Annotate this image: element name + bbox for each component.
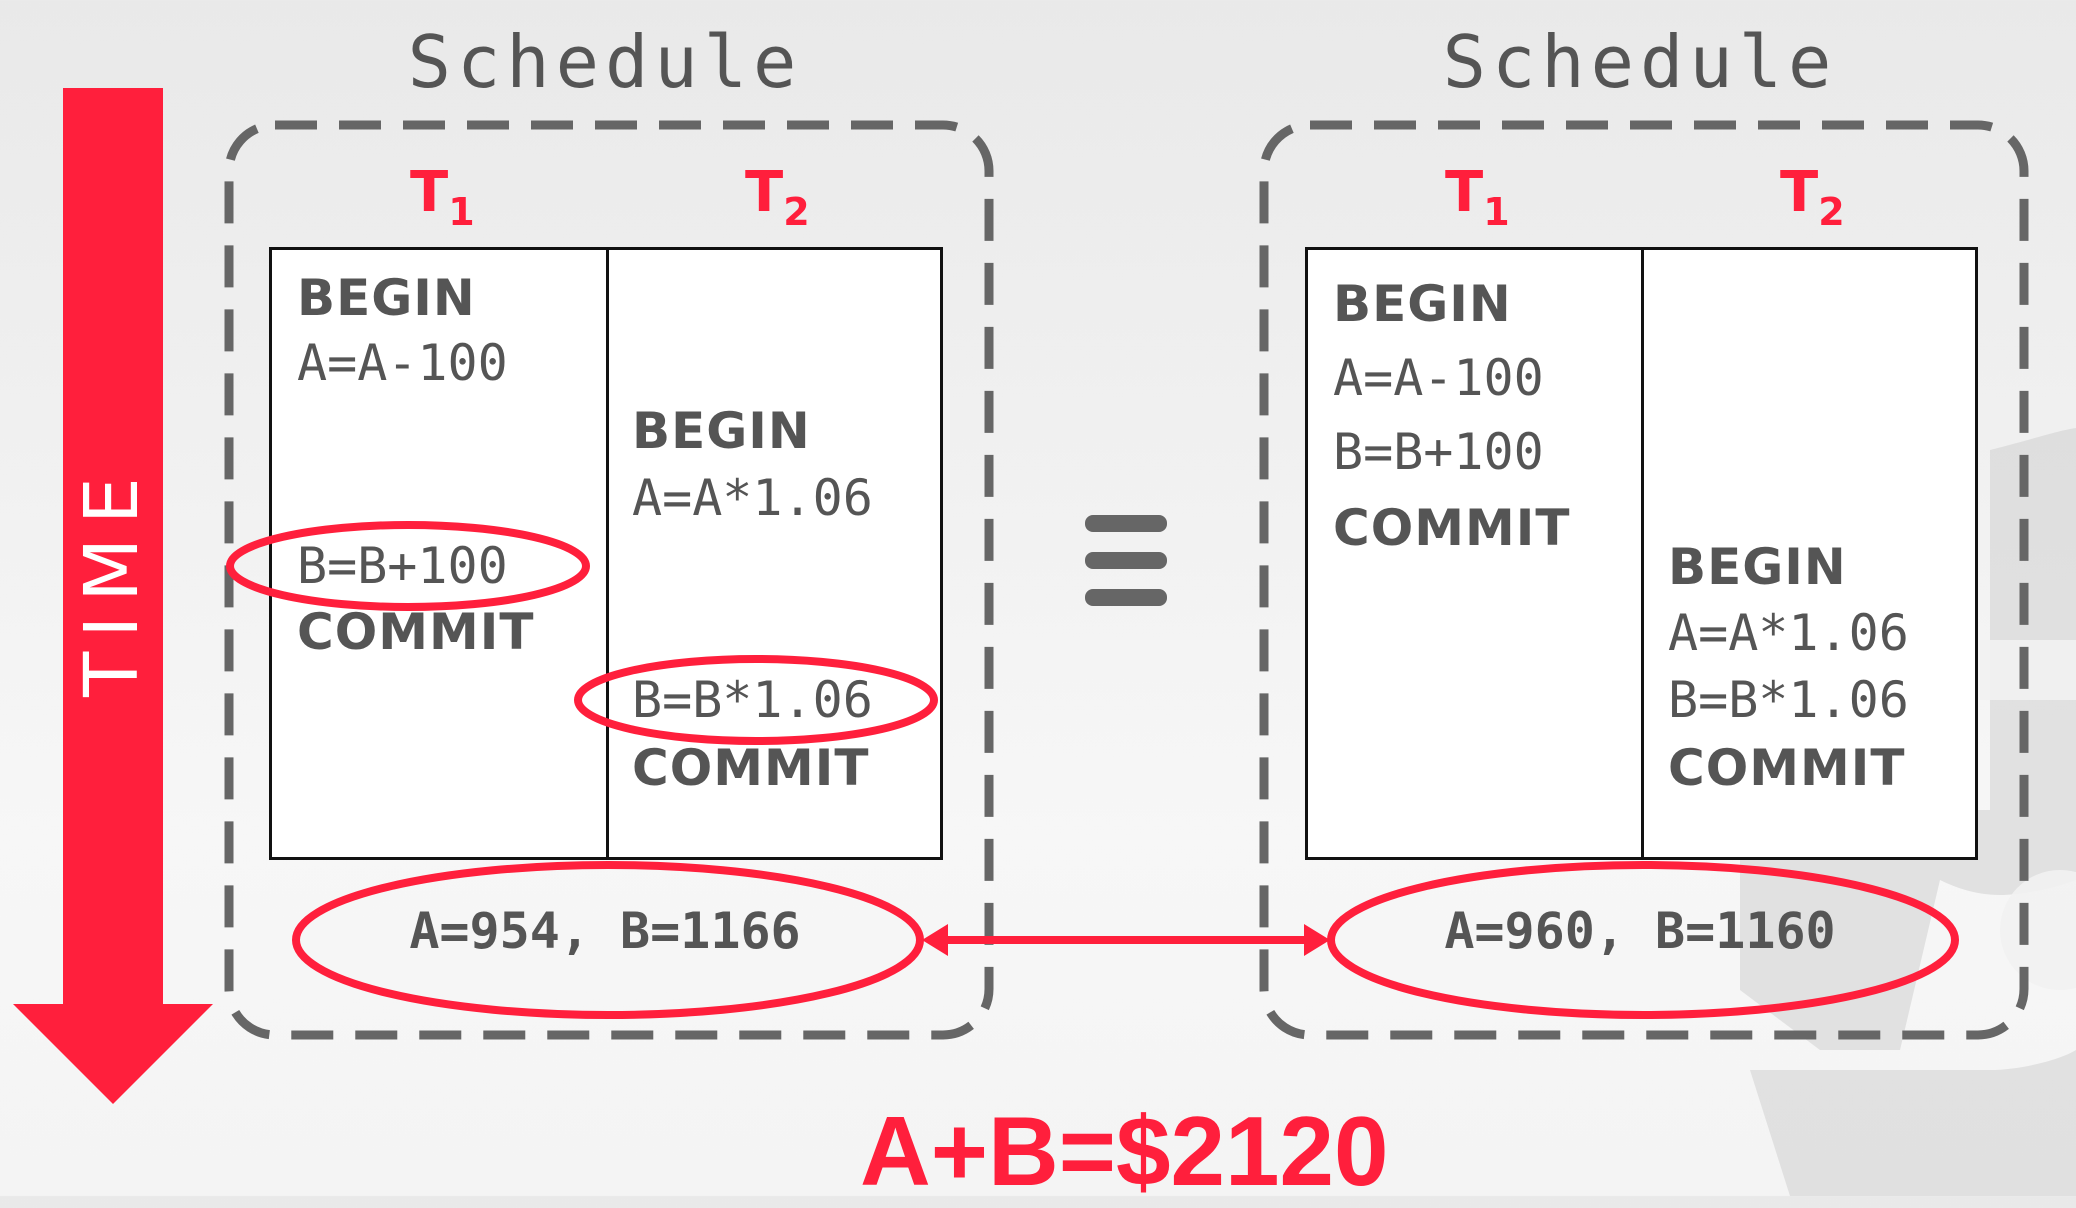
equivalence-icon <box>1085 515 1167 626</box>
right-result: A=960, B=1160 <box>1444 902 1836 960</box>
compare-arrow-right-head <box>1304 924 1330 956</box>
right-schedule-table <box>1305 247 1978 860</box>
left-t1-begin: BEGIN <box>297 269 476 327</box>
right-schedule-frame <box>1259 120 2029 1040</box>
highlight-left-t1-b-op <box>226 521 590 611</box>
right-t2-commit: COMMIT <box>1668 739 1906 797</box>
right-schedule-title: Schedule <box>1442 20 1838 104</box>
left-t2-commit: COMMIT <box>632 739 870 797</box>
left-schedule-title: Schedule <box>407 20 803 104</box>
sum-label: A+B=$2120 <box>860 1096 1389 1206</box>
highlight-left-result <box>292 861 924 1019</box>
compare-arrow-left-head <box>922 924 948 956</box>
left-t2-begin: BEGIN <box>632 402 811 460</box>
highlight-left-t2-b-op <box>574 655 938 745</box>
highlight-right-result <box>1327 861 1959 1019</box>
right-t1-op-a: A=A-100 <box>1333 349 1544 407</box>
left-schedule-frame <box>224 120 994 1040</box>
right-t2-op-b: B=B*1.06 <box>1668 671 1909 729</box>
right-t1-commit: COMMIT <box>1333 499 1571 557</box>
right-t1-label: T1 <box>1445 160 1510 234</box>
right-t2-op-a: A=A*1.06 <box>1668 604 1909 662</box>
time-arrow-icon <box>13 88 213 1104</box>
right-t2-label: T2 <box>1780 160 1845 234</box>
left-t2-label: T2 <box>745 160 810 234</box>
left-t2-op-a: A=A*1.06 <box>632 469 873 527</box>
right-t1-begin: BEGIN <box>1333 275 1512 333</box>
left-schedule-table <box>269 247 943 860</box>
column-divider <box>606 250 609 857</box>
left-t1-op-a: A=A-100 <box>297 334 508 392</box>
left-t2-op-b: B=B*1.06 <box>632 671 873 729</box>
left-t1-label: T1 <box>410 160 475 234</box>
left-t1-op-b: B=B+100 <box>297 537 508 595</box>
left-result: A=954, B=1166 <box>409 902 801 960</box>
left-t1-commit: COMMIT <box>297 603 535 661</box>
right-t1-op-b: B=B+100 <box>1333 423 1544 481</box>
column-divider <box>1641 250 1644 857</box>
right-t2-begin: BEGIN <box>1668 538 1847 596</box>
